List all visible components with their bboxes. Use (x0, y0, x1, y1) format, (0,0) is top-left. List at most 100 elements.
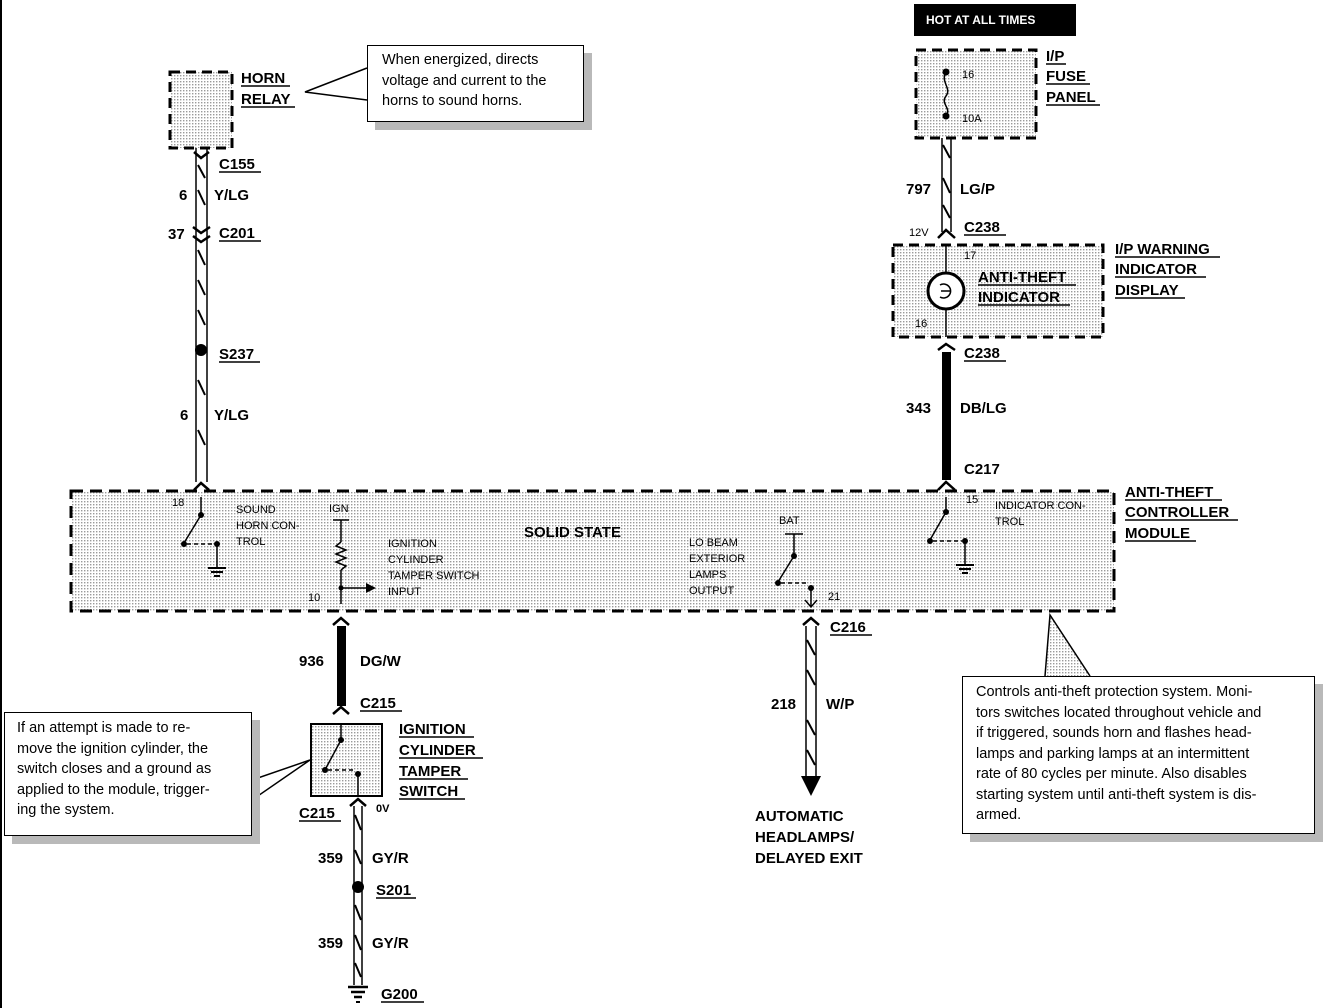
tamper-note-line: applied to the module, trigger- (17, 781, 210, 798)
connector-c201: C201 (219, 225, 255, 242)
splice-s201 (352, 881, 364, 893)
horn-relay-label-2: RELAY (241, 91, 290, 108)
pin-21: 21 (828, 591, 840, 603)
tamper-note-line: move the ignition cylinder, the (17, 740, 209, 757)
indicator-control-label-2: TROL (995, 516, 1024, 528)
module-label-1: ANTI-THEFT (1125, 484, 1213, 501)
tamper-switch-label-1: IGNITION (399, 721, 466, 738)
c201-pin: 37 (168, 226, 185, 243)
wire-color-lg-p: LG/P (960, 181, 995, 198)
wire-359-a: 359 (318, 850, 343, 867)
voltage-12v: 12V (909, 227, 929, 239)
wire-ignition-circuit (332, 616, 350, 715)
horn-note-line: voltage and current to the (382, 72, 547, 89)
fuse-pin: 16 (962, 69, 974, 81)
wire-fuse-to-display (937, 138, 956, 239)
anti-theft-controller-module: 18 SOUND HORN CON- TROL IGN 10 IGNITION … (69, 489, 1116, 613)
lo-beam-label-3: LAMPS (689, 569, 726, 581)
display-label-2: INDICATOR (1115, 261, 1197, 278)
ignition-input-label-2: CYLINDER (388, 554, 444, 566)
tamper-note-line: switch closes and a ground as (17, 761, 212, 777)
lo-beam-label-1: LO BEAM (689, 537, 738, 549)
tamper-note-pointer (251, 759, 311, 801)
tamper-note-line: If an attempt is made to re- (17, 720, 191, 736)
indicator-label-2: INDICATOR (978, 289, 1060, 306)
pin-16: 16 (915, 318, 927, 330)
tamper-switch-label-4: SWITCH (399, 783, 458, 800)
sound-horn-label-3: TROL (236, 536, 265, 548)
destination-label-2: HEADLAMPS/ (755, 829, 855, 846)
hot-at-all-times-banner: HOT AT ALL TIMES (914, 4, 1076, 36)
module-note-line: Controls anti-theft protection system. M… (976, 684, 1253, 700)
arrow-down-icon (801, 776, 821, 796)
connector-c238-bottom: C238 (964, 345, 1000, 362)
horn-relay: HORN RELAY (168, 70, 295, 150)
pin-15: 15 (966, 494, 978, 506)
wire-color-w-p: W/P (826, 696, 854, 713)
ignition-input-label-1: IGNITION (388, 538, 437, 550)
wire-343: 343 (906, 400, 931, 417)
lo-beam-label-2: EXTERIOR (689, 553, 745, 565)
display-label-1: I/P WARNING (1115, 241, 1210, 258)
pin-10: 10 (308, 592, 320, 604)
module-note-line: tors switches located throughout vehicle… (976, 704, 1262, 721)
wire-359-b: 359 (318, 935, 343, 952)
wire2-color: Y/LG (214, 407, 249, 424)
wire-headlamp-output (801, 616, 821, 796)
wire-horn-circuit (192, 148, 211, 491)
wire2-number: 6 (180, 407, 188, 424)
splice-s237 (195, 344, 207, 356)
horn-relay-note: When energized, directs voltage and curr… (367, 45, 584, 122)
fuse-rating: 10A (962, 113, 982, 125)
wire-display-to-module (937, 342, 956, 491)
module-note-line: rate of 80 cycles per minute. Also disab… (976, 766, 1247, 782)
tamper-switch-label-2: CYLINDER (399, 742, 476, 759)
sound-horn-label-1: SOUND (236, 504, 276, 516)
connector-c217: C217 (964, 461, 1000, 478)
horn-note-pointer (304, 67, 368, 101)
ignition-cylinder-tamper-switch (310, 723, 383, 797)
wire-color-dg-w: DG/W (360, 653, 402, 670)
horn-note-line: horns to sound horns. (382, 93, 523, 109)
module-note-line: lamps and parking lamps at an intermitte… (976, 745, 1250, 762)
fuse-panel: 16 10A (914, 48, 1038, 140)
fuse-panel-label-2: FUSE (1046, 68, 1086, 85)
connector-c215-bottom: C215 (299, 805, 335, 822)
module-note-pointer (1044, 612, 1091, 677)
voltage-0v: 0V (376, 803, 390, 815)
wire-218: 218 (771, 696, 796, 713)
wire-color-gy-r-b: GY/R (372, 935, 409, 952)
module-note: Controls anti-theft protection system. M… (962, 676, 1315, 834)
sound-horn-label-2: HORN CON- (236, 520, 300, 532)
pin-17: 17 (964, 250, 976, 262)
connector-c155: C155 (219, 156, 255, 173)
solid-state-label: SOLID STATE (524, 524, 621, 541)
splice-s237-label: S237 (219, 346, 254, 363)
tamper-note-line: ing the system. (17, 802, 115, 818)
connector-c238-top: C238 (964, 219, 1000, 236)
pin-18: 18 (172, 497, 184, 509)
connector-c216: C216 (830, 619, 866, 636)
horn-relay-label-1: HORN (241, 70, 285, 87)
wire-number-6: 6 (179, 187, 187, 204)
ignition-input-label-4: INPUT (388, 586, 421, 598)
ground-g200: G200 (381, 986, 418, 1003)
wire-936: 936 (299, 653, 324, 670)
module-label-3: MODULE (1125, 525, 1190, 542)
lo-beam-label-4: OUTPUT (689, 585, 735, 597)
ignition-input-label-3: TAMPER SWITCH (388, 570, 480, 582)
fuse-panel-label-3: PANEL (1046, 89, 1096, 106)
tamper-switch-note: If an attempt is made to re- move the ig… (4, 712, 252, 836)
splice-s201-label: S201 (376, 882, 411, 899)
tamper-switch-label-3: TAMPER (399, 763, 461, 780)
wire-color-y-lg: Y/LG (214, 187, 249, 204)
wire-color-db-lg: DB/LG (960, 400, 1007, 417)
destination-label-1: AUTOMATIC (755, 808, 844, 825)
destination-label-3: DELAYED EXIT (755, 850, 863, 867)
connector-c215-top: C215 (360, 695, 396, 712)
module-note-line: starting system until anti-theft system … (976, 786, 1257, 803)
module-note-line: if triggered, sounds horn and flashes he… (976, 725, 1252, 741)
wire-color-gy-r-a: GY/R (372, 850, 409, 867)
module-label-2: CONTROLLER (1125, 504, 1229, 521)
